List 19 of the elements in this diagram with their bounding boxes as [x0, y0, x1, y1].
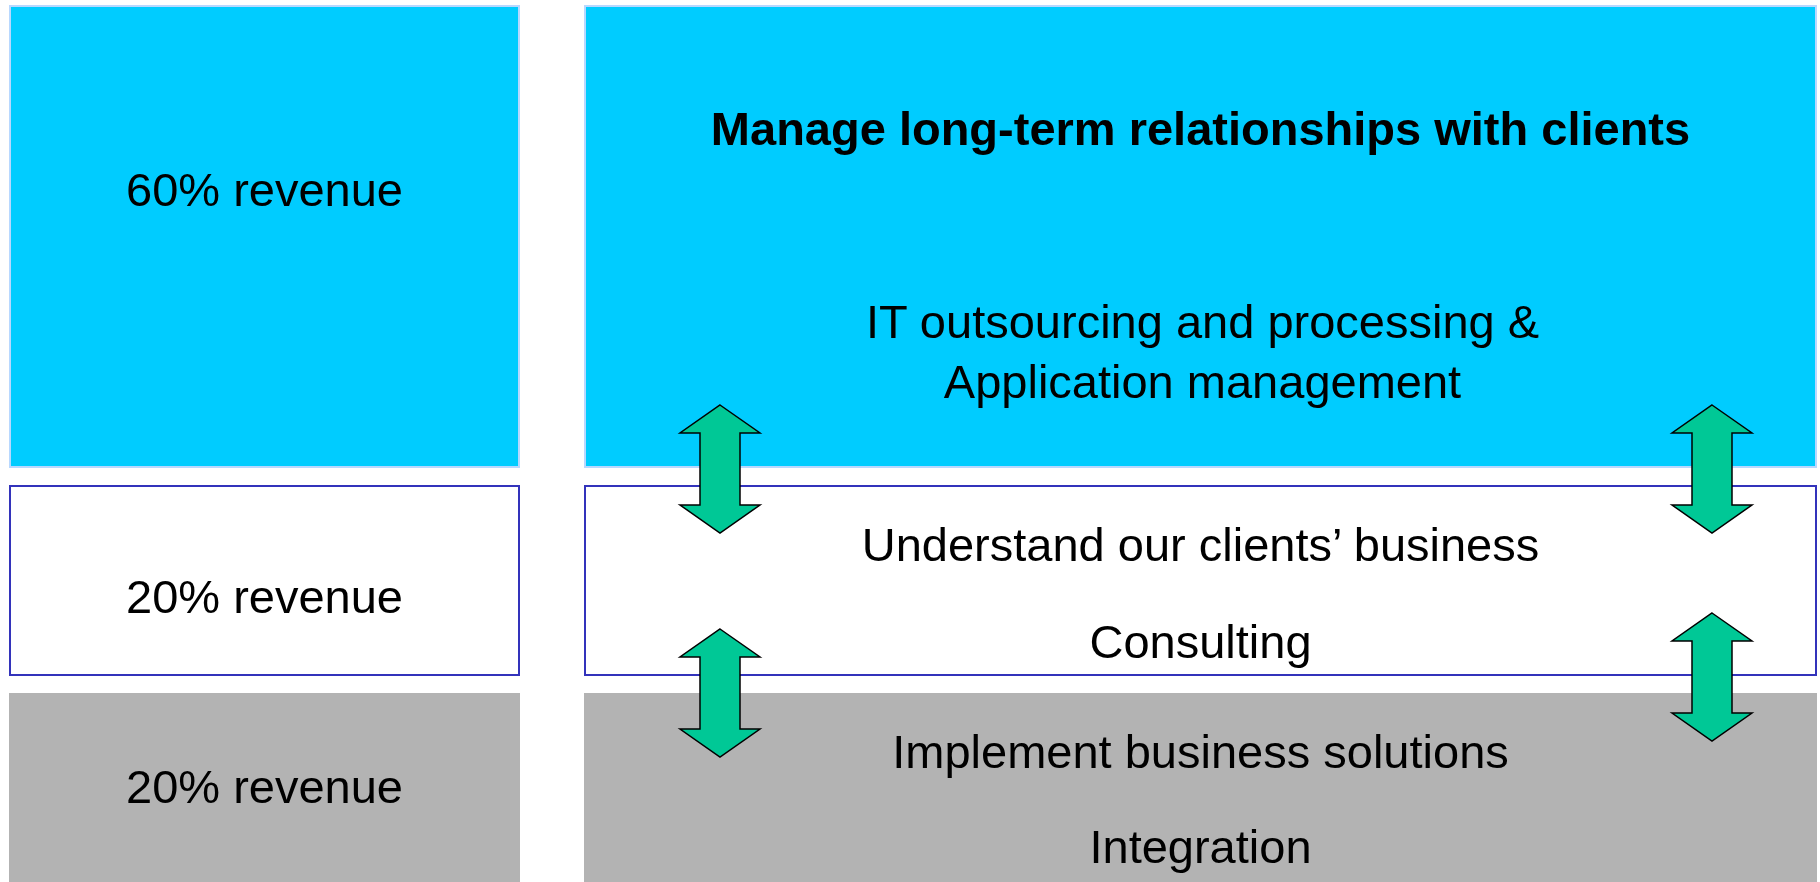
panel [584, 693, 1817, 882]
revenue-label: 60% revenue [125, 162, 404, 218]
panel [9, 693, 520, 882]
double-arrow [677, 628, 763, 758]
heading: Manage long-term relationships with clients [709, 101, 1692, 157]
heading: Understand our clients’ business [860, 517, 1541, 573]
service-label: Integration [1088, 819, 1313, 875]
service-label: IT outsourcing and processing & Application management [864, 294, 1541, 410]
revenue-label: 20% revenue [125, 759, 404, 815]
heading: Implement business solutions [891, 724, 1510, 780]
double-arrow [1669, 612, 1755, 742]
service-label: Consulting [1088, 614, 1313, 670]
panel [9, 485, 520, 676]
revenue-label: 20% revenue [125, 569, 404, 625]
double-arrow [677, 404, 763, 534]
double-arrow [1669, 404, 1755, 534]
panel [9, 5, 520, 468]
panel [584, 485, 1817, 676]
panel [584, 5, 1817, 468]
